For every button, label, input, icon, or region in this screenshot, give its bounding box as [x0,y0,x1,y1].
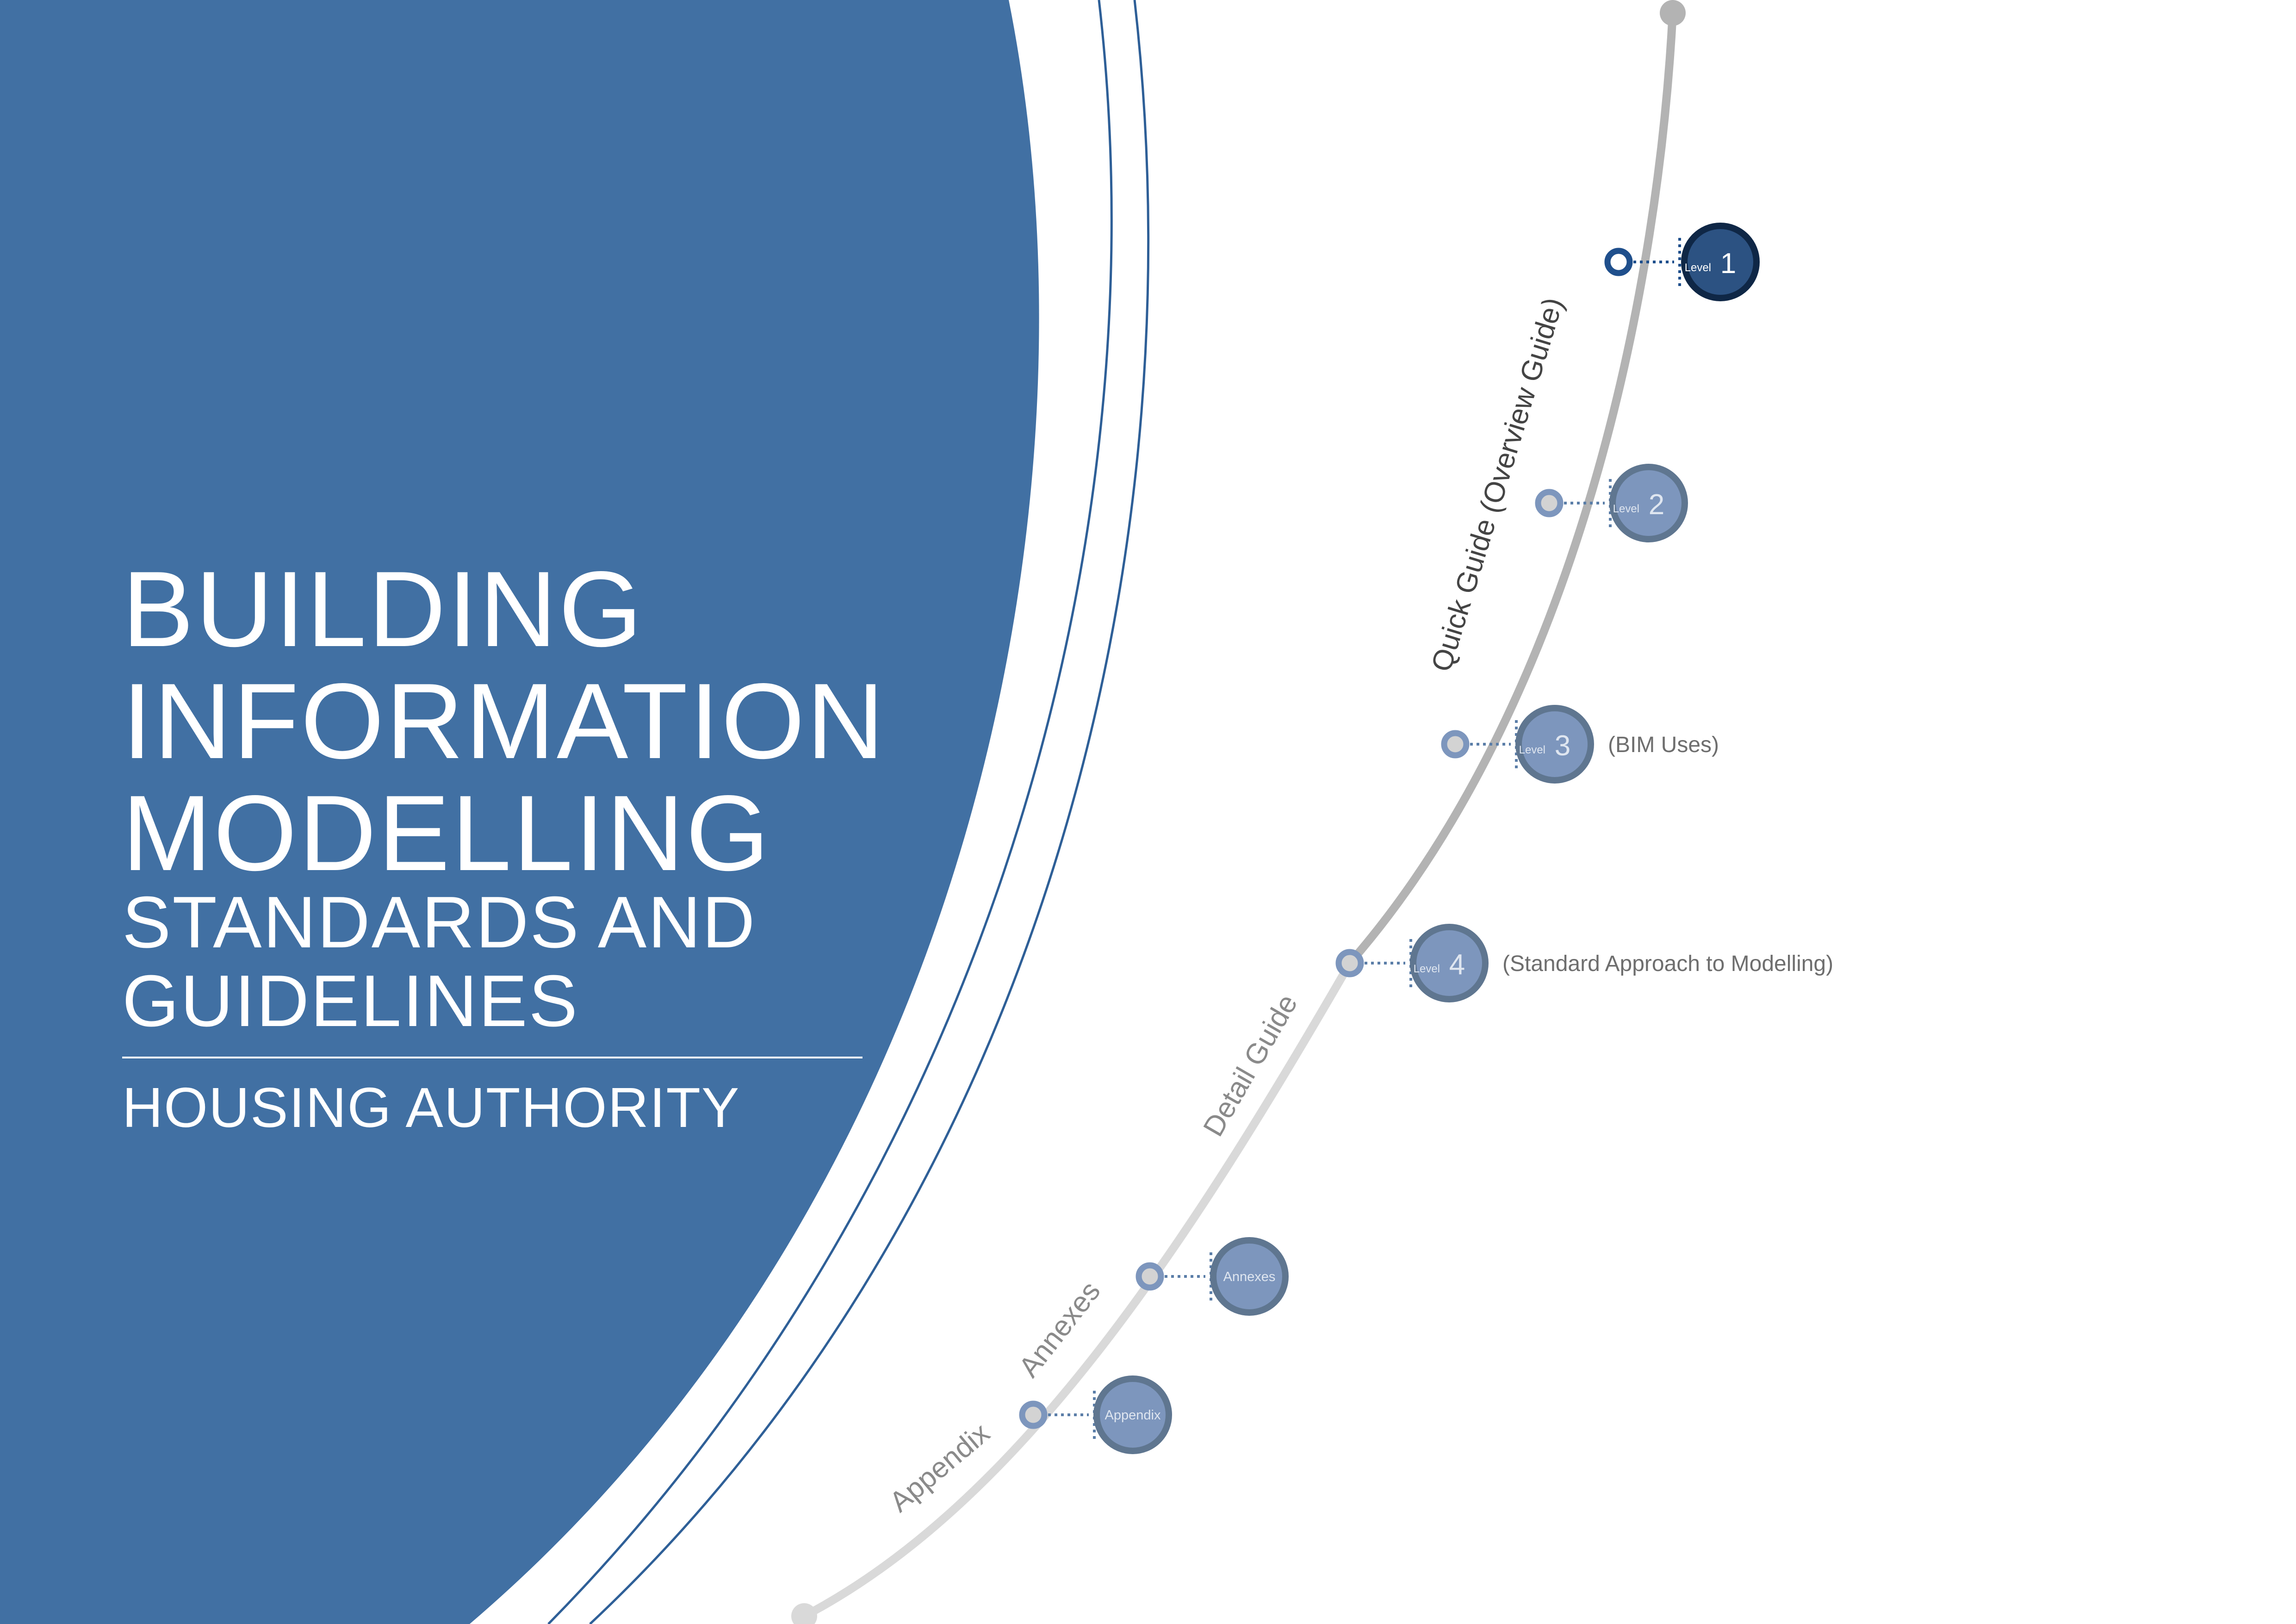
title-line-2: INFORMATION [122,661,886,781]
node-note: (BIM Uses) [1608,733,1719,757]
node-prefix: Level [1685,261,1711,274]
node-number: 2 [1649,489,1664,521]
subtitle-line-1: STANDARDS AND [122,882,757,963]
node-number: 1 [1720,248,1736,280]
roadmap-node-annexes[interactable]: Annexes [1136,1237,1289,1316]
label-appendix: Appendix [884,1417,996,1518]
title-line-1: BUILDING [122,549,644,669]
title-divider [122,1057,863,1058]
organisation-name: HOUSING AUTHORITY [122,1076,740,1139]
frame-line-inner [589,0,1149,1624]
roadmap-node-level-4[interactable]: Level 4 (Standard Approach to Modelling) [1335,924,1833,1002]
node-number: 4 [1449,949,1465,981]
subtitle-line-2: GUIDELINES [122,960,579,1042]
node-prefix: Level [1519,744,1545,756]
node-prefix: Level [1414,963,1440,975]
node-note: (Standard Approach to Modelling) [1502,952,1833,976]
track-start-dot [1660,0,1686,26]
node-number: 3 [1555,730,1570,762]
node-prefix: Level [1613,503,1639,515]
track-end-dot [791,1603,817,1624]
cover-panel [0,0,1039,1624]
roadmap-node-level-1[interactable]: Level 1 [1604,223,1760,301]
frame-line-outer [547,0,1113,1624]
track-detail-guide [800,958,1354,1620]
track-quick-guide [1346,9,1677,967]
roadmap-node-level-2[interactable]: Level 2 [1535,464,1688,542]
node-label: Appendix [1105,1408,1161,1423]
node-label: Annexes [1223,1269,1276,1284]
roadmap-node-appendix[interactable]: Appendix [1019,1375,1172,1454]
label-annexes: Annexes [1013,1276,1107,1383]
title-line-3: MODELLING [122,773,771,893]
roadmap-node-level-3[interactable]: Level 3 (BIM Uses) [1441,705,1719,784]
